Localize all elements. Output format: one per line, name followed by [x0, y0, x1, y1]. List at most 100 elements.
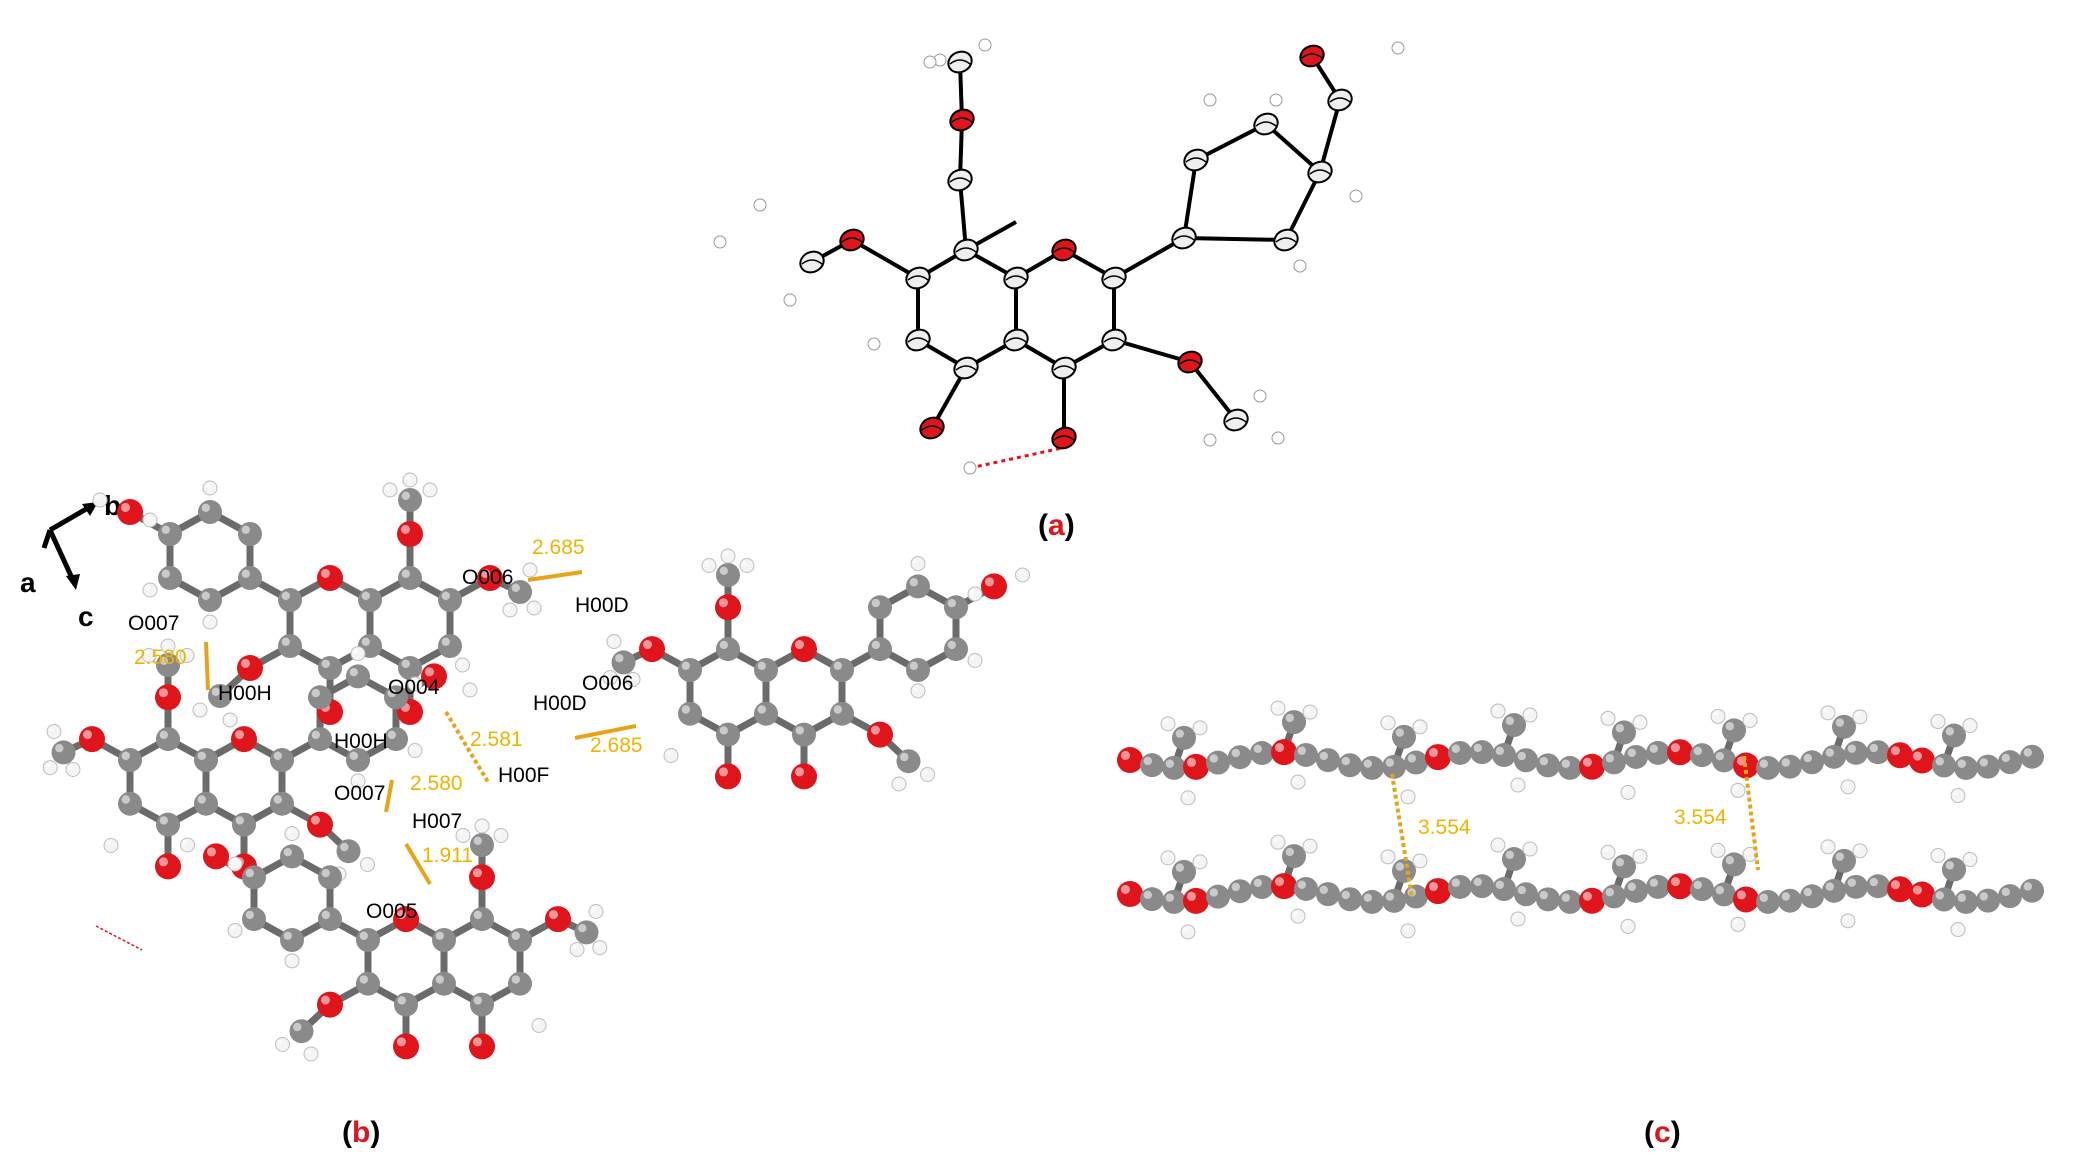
- panel-c-layer1-atom-21: [1579, 753, 1605, 780]
- panel-b-mol3-atom-20: [906, 574, 930, 599]
- panel-c-layer2-h3-2: [1180, 924, 1196, 940]
- panel-b-mol2-atom-17: [346, 748, 370, 772]
- panel-c-layer1-atom-30: [1778, 754, 1802, 779]
- panel-a-ortep-molecule: (a): [713, 38, 1405, 542]
- panel-b-mol4-atom-23: [317, 991, 343, 1018]
- panel-a-atom-0: [947, 168, 973, 192]
- panel-b-mol2-atom-14: [155, 684, 181, 711]
- panel-c-layer1-atom-34: [1866, 740, 1890, 765]
- panel-b-mol1-atom-20: [198, 500, 222, 524]
- panel-c-layer2-h1-7: [1302, 838, 1318, 854]
- panel-c-atoms: [1117, 700, 2044, 940]
- panel-b-mol2-h-8: [407, 743, 423, 758]
- distance-h00d-o006: 2.685: [590, 734, 643, 757]
- panel-c-layer2-h2-27: [1710, 842, 1726, 858]
- panel-a-atom-11: [1051, 426, 1077, 450]
- panel-b-mol3-atom-22: [981, 573, 1007, 600]
- panel-a-atom-18: [1183, 148, 1209, 172]
- panel-b-hbond-contacts: [204, 570, 637, 886]
- label-o006-left: O006: [462, 566, 513, 589]
- panel-c-layer1-h3-37: [1950, 788, 1966, 804]
- panel-c-layer2-atom-28: [1733, 886, 1759, 913]
- panel-b-mol1-atom-6: [317, 565, 343, 591]
- panel-a-atom-31: [753, 198, 767, 212]
- panel-c-layer2-atom-3: [1183, 887, 1209, 914]
- panel-c-layer1-h3-2: [1180, 790, 1196, 806]
- panel-b-mol3-atom-14: [715, 594, 741, 621]
- panel-c-layer1-h1-12: [1412, 719, 1428, 735]
- panel-c-layer1-h1-27: [1742, 712, 1758, 728]
- panel-b-mol3-atom-24: [896, 749, 921, 774]
- panel-b-mol1-atom-16: [238, 566, 262, 590]
- panel-b-mol2-atom-1: [156, 727, 180, 752]
- panel-b-mol3-h-11: [1015, 567, 1030, 583]
- panel-a-atom-23: [1299, 44, 1325, 68]
- panel-b-mol4-atom-12: [545, 906, 571, 933]
- panel-c-layer2-atom-30: [1778, 888, 1802, 913]
- panel-c-layer2-me-7: [1282, 844, 1306, 869]
- panel-b-mol1-h-6: [462, 682, 478, 698]
- panel-b-mol4-h-13: [303, 1046, 319, 1062]
- panel-c-layer2-me-32: [1832, 848, 1856, 873]
- panel-b-mol1-atom-22: [117, 499, 143, 525]
- panel-b-mol1-h-10: [202, 480, 218, 496]
- panel-c-layer1-atom-36: [1909, 747, 1935, 774]
- panel-b-mol3-h-1: [602, 670, 618, 686]
- panel-a-atom-29: [978, 38, 992, 52]
- panel-b-mol1-atom-2: [358, 588, 382, 612]
- panel-c-layer2-atom-21: [1579, 887, 1605, 914]
- panel-b-mol2-h-7: [350, 773, 366, 789]
- panel-b-mol4-atom-0: [508, 928, 532, 952]
- panel-b-mol3-atom-0: [678, 658, 702, 682]
- panel-c-layer1-atom-40: [1998, 750, 2022, 775]
- panel-b-mol1-h-8: [142, 582, 158, 598]
- panel-b-mol2-atom-3: [194, 791, 218, 816]
- panel-b-mol2-atom-4: [156, 812, 180, 837]
- panel-c-layer1-h1-32: [1852, 709, 1868, 725]
- panel-b-mol2-atom-2: [194, 748, 218, 772]
- panel-b-mol1-h-7: [202, 614, 218, 630]
- panel-c-layer2-atom-25: [1667, 873, 1693, 900]
- panel-b-mol4-atom-18: [242, 907, 266, 932]
- panel-b-mol2-h-4: [141, 648, 157, 663]
- panel-c-layer1-atom-10: [1338, 753, 1362, 778]
- panel-c-layer1-me-37: [1942, 723, 1966, 748]
- panel-b-mol2-atom-12: [79, 726, 105, 753]
- panel-b-mol2-atom-18: [384, 727, 408, 752]
- panel-b-mol3-atom-6: [791, 636, 817, 663]
- panel-c-layer1-atom-13: [1404, 750, 1428, 775]
- panel-c-letter: c: [1654, 1116, 1671, 1149]
- panel-c-layer2-atom-22: [1602, 884, 1626, 909]
- panel-c-stacking-contacts: [1390, 755, 1760, 899]
- panel-a-atom-19: [1253, 112, 1279, 136]
- panel-c-layer1-atom-35: [1887, 742, 1913, 769]
- panel-c-layer1-atom-16: [1470, 740, 1494, 765]
- label-o005: O005: [366, 900, 417, 923]
- panel-c-layer1-h3-7: [1290, 774, 1306, 790]
- panel-c-layer2-h2-37: [1930, 848, 1946, 864]
- panel-b-mol3-atom-23: [867, 721, 893, 748]
- panel-c-layer1-atom-20: [1558, 755, 1582, 780]
- panel-b-mol2-atom-13: [51, 740, 76, 765]
- panel-c-layer1-atom-9: [1316, 748, 1340, 773]
- panel-c-layer2-h1-37: [1962, 852, 1978, 868]
- panel-b-mol1-atom-9: [318, 656, 342, 680]
- panel-b-mol1-atom-5: [438, 634, 462, 658]
- panel-a-atom-30: [923, 55, 937, 69]
- panel-c-layer1-atom-41: [2020, 744, 2044, 769]
- distance-h00h-o007: 2.580: [410, 772, 463, 795]
- panel-b-mol3-h-2: [625, 672, 641, 687]
- panel-b-mol4-atom-1: [470, 907, 494, 932]
- panel-b-mol1-atom-0: [438, 588, 462, 612]
- panel-c-layer2-atom-32: [1822, 878, 1846, 903]
- panel-c-layer1-me-32: [1832, 714, 1856, 739]
- panel-a-atom-3: [1003, 328, 1029, 352]
- panel-c-layer1-atom-25: [1667, 739, 1693, 766]
- panel-b-mol1-h-5: [382, 482, 398, 498]
- panel-c-layer1-atom-27: [1712, 748, 1736, 773]
- panel-a-letter: a: [1048, 509, 1065, 542]
- panel-b-mol2-h-0: [46, 724, 62, 739]
- panel-b-mol3-h-0: [606, 634, 622, 649]
- panel-c-layer1-me-2: [1172, 725, 1196, 750]
